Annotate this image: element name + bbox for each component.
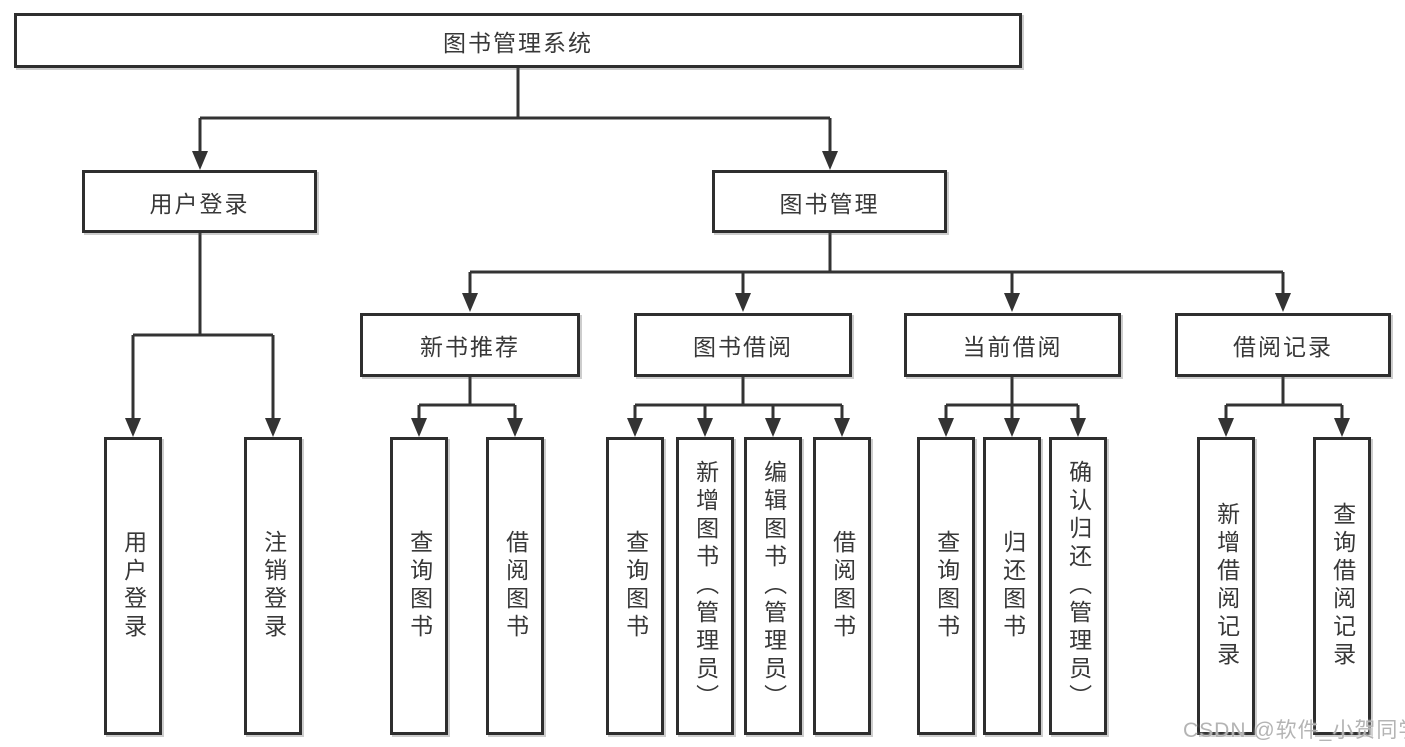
node-borrow-record-label: 借阅记录 <box>1233 334 1333 360</box>
leaf-add-book-admin-label: 新增图书（管理员） <box>692 460 719 712</box>
node-current-borrow: 当前借阅 <box>904 313 1121 377</box>
leaf-query-borrow-record-label: 查询借阅记录 <box>1329 502 1356 670</box>
node-book-management-label: 图书管理 <box>779 190 880 217</box>
leaf-return-book-label: 归还图书 <box>999 530 1026 642</box>
leaf-borrow-book-recommend: 借阅图书 <box>486 437 544 735</box>
leaf-query-book-borrow: 查询图书 <box>606 437 664 735</box>
node-borrow-record: 借阅记录 <box>1175 313 1391 377</box>
leaf-logout-label: 注销登录 <box>260 530 287 642</box>
leaf-logout: 注销登录 <box>244 437 302 735</box>
node-new-book-recommend-label: 新书推荐 <box>420 334 520 360</box>
leaf-query-book-current-label: 查询图书 <box>933 530 960 642</box>
leaf-query-book-borrow-label: 查询图书 <box>622 530 649 642</box>
node-user-login-group-label: 用户登录 <box>149 190 250 217</box>
leaf-return-book: 归还图书 <box>983 437 1041 735</box>
node-user-login-group: 用户登录 <box>82 170 317 233</box>
node-book-management: 图书管理 <box>712 170 947 233</box>
leaf-query-book-recommend-label: 查询图书 <box>406 530 433 642</box>
csdn-watermark: CSDN @软件_小贺同学 <box>1183 719 1405 742</box>
arrowheads <box>125 151 1350 437</box>
node-current-borrow-label: 当前借阅 <box>962 334 1063 360</box>
leaf-confirm-return-admin: 确认归还（管理员） <box>1049 437 1107 735</box>
leaf-borrow-book-label: 借阅图书 <box>829 530 856 642</box>
leaf-borrow-book-recommend-label: 借阅图书 <box>502 530 529 642</box>
leaf-add-book-admin: 新增图书（管理员） <box>676 437 734 735</box>
leaf-add-borrow-record: 新增借阅记录 <box>1197 437 1255 735</box>
leaf-query-borrow-record: 查询借阅记录 <box>1313 437 1371 735</box>
leaf-confirm-return-admin-label: 确认归还（管理员） <box>1065 460 1092 712</box>
node-root-label: 图书管理系统 <box>443 29 593 56</box>
leaf-borrow-book: 借阅图书 <box>813 437 871 735</box>
node-new-book-recommend: 新书推荐 <box>360 313 580 377</box>
leaf-user-login-label: 用户登录 <box>120 530 147 642</box>
node-book-borrow-label: 图书借阅 <box>693 334 793 360</box>
node-book-borrow: 图书借阅 <box>634 313 852 377</box>
leaf-add-borrow-record-label: 新增借阅记录 <box>1213 502 1240 670</box>
leaf-user-login: 用户登录 <box>104 437 162 735</box>
node-root: 图书管理系统 <box>14 13 1022 68</box>
leaf-query-book-recommend: 查询图书 <box>390 437 448 735</box>
leaf-query-book-current: 查询图书 <box>917 437 975 735</box>
leaf-edit-book-admin-label: 编辑图书（管理员） <box>760 460 787 712</box>
leaf-edit-book-admin: 编辑图书（管理员） <box>744 437 802 735</box>
